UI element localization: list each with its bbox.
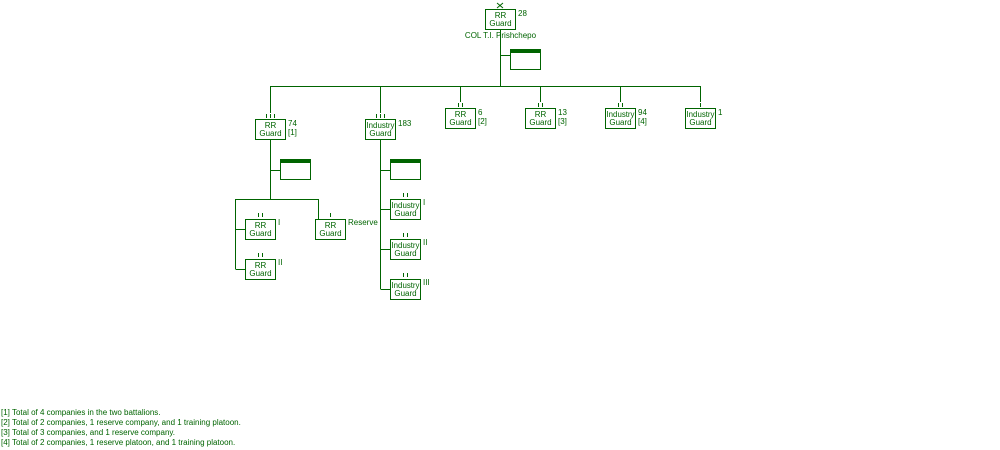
unit-type-line1: RR — [535, 110, 547, 119]
unit-box — [255, 119, 286, 140]
battalion-symbol-icon — [258, 213, 263, 217]
unit-box — [245, 259, 276, 280]
unit-type-line2: Guard — [259, 129, 281, 138]
rr74-battalion-1[interactable]: RR Guard I — [245, 213, 281, 240]
unit-type-line1: Industry — [687, 110, 715, 119]
footnote-ref: [4] — [638, 117, 647, 126]
unit-number: 183 — [398, 119, 412, 128]
unit-rr-13[interactable]: RR Guard 13 [3] — [525, 103, 568, 129]
footnote-ref: [3] — [558, 117, 567, 126]
battalion-symbol-icon — [618, 103, 623, 107]
footnote-1: [1] Total of 4 companies in the two batt… — [1, 408, 161, 417]
battalion-label: I — [423, 198, 425, 207]
footnote-3: [3] Total of 3 companies, and 1 reserve … — [1, 428, 176, 437]
unit-number: 74 — [288, 119, 297, 128]
battalion-symbol-icon — [403, 233, 408, 237]
unit-box — [315, 219, 346, 240]
battalion-label: II — [278, 258, 282, 267]
regiment-symbol-icon — [266, 114, 275, 118]
footnote-ref: [1] — [288, 128, 297, 137]
battalion-label: II — [423, 238, 427, 247]
unit-number: 94 — [638, 108, 647, 117]
rr74-reserve[interactable]: RR Guard Reserve — [315, 213, 379, 240]
unit-type-line1: Industry — [392, 201, 420, 210]
footnote-4: [4] Total of 2 companies, 1 reserve plat… — [1, 438, 236, 447]
unit-type-line1: Industry — [392, 241, 420, 250]
unit-box — [390, 199, 421, 220]
unit-type-line2: Guard — [249, 229, 271, 238]
ind183-battalion-2[interactable]: Industry Guard II — [390, 233, 428, 260]
commander-name: COL T.I. Prishchepo — [465, 31, 537, 40]
unit-type-line2: Guard — [394, 289, 416, 298]
unit-box — [485, 9, 516, 30]
unit-type-line2: Guard — [529, 118, 551, 127]
unit-type-line1: Industry — [367, 121, 395, 130]
unit-type-line2: Guard — [689, 118, 711, 127]
unit-box — [390, 239, 421, 260]
unit-type-line1: Industry — [607, 110, 635, 119]
unit-industry-183[interactable]: Industry Guard 183 — [365, 114, 422, 180]
staff-bar — [390, 159, 421, 163]
unit-box — [605, 108, 636, 129]
footnote-ref: [2] — [478, 117, 487, 126]
footnote-2: [2] Total of 2 companies, 1 reserve comp… — [1, 418, 241, 427]
unit-number: 13 — [558, 108, 567, 117]
unit-type-line1: RR — [255, 221, 267, 230]
battalion-label: III — [423, 278, 430, 287]
ind183-battalion-1[interactable]: Industry Guard I — [390, 193, 426, 220]
unit-type-line1: RR — [495, 11, 507, 20]
unit-type-line2: Guard — [609, 118, 631, 127]
unit-type-line1: Industry — [392, 281, 420, 290]
staff-bar — [510, 49, 541, 53]
reserve-label: Reserve — [348, 218, 378, 227]
unit-type-line2: Guard — [319, 229, 341, 238]
unit-type-line2: Guard — [449, 118, 471, 127]
battalion-symbol-icon — [403, 193, 408, 197]
rr74-battalion-2[interactable]: RR Guard II — [245, 253, 283, 280]
unit-box — [365, 119, 396, 140]
unit-box — [245, 219, 276, 240]
ind183-battalion-3[interactable]: Industry Guard III — [390, 273, 430, 300]
unit-type-line2: Guard — [394, 209, 416, 218]
battalion-symbol-icon — [403, 273, 408, 277]
unit-type-line2: Guard — [249, 269, 271, 278]
regiment-symbol-icon — [376, 114, 385, 118]
unit-rr-6[interactable]: RR Guard 6 [2] — [445, 103, 487, 129]
unit-hq[interactable]: RR Guard 28 COL T.I. Prishchepo — [465, 2, 541, 70]
unit-rr-74[interactable]: RR Guard 74 [1] — [255, 114, 312, 180]
unit-type-line1: RR — [265, 121, 277, 130]
unit-industry-94[interactable]: Industry Guard 94 [4] — [605, 103, 648, 129]
unit-type-line2: Guard — [394, 249, 416, 258]
unit-type-line1: RR — [455, 110, 467, 119]
unit-type-line2: Guard — [369, 129, 391, 138]
footnotes: [1] Total of 4 companies in the two batt… — [1, 408, 241, 448]
unit-box — [390, 279, 421, 300]
battalion-label: I — [278, 218, 280, 227]
unit-number: 6 — [478, 108, 483, 117]
battalion-symbol-icon — [458, 103, 463, 107]
unit-type-line1: RR — [325, 221, 337, 230]
unit-box — [685, 108, 716, 129]
unit-box — [525, 108, 556, 129]
unit-type-line2: Guard — [489, 19, 511, 28]
unit-industry-1[interactable]: Industry Guard 1 — [685, 103, 724, 129]
connector-lines — [235, 29, 701, 290]
unit-number: 1 — [718, 108, 723, 117]
battalion-symbol-icon — [538, 103, 543, 107]
staff-bar — [280, 159, 311, 163]
unit-type-line1: RR — [255, 261, 267, 270]
battalion-symbol-icon — [258, 253, 263, 257]
unit-number: 28 — [518, 9, 527, 18]
unit-box — [445, 108, 476, 129]
